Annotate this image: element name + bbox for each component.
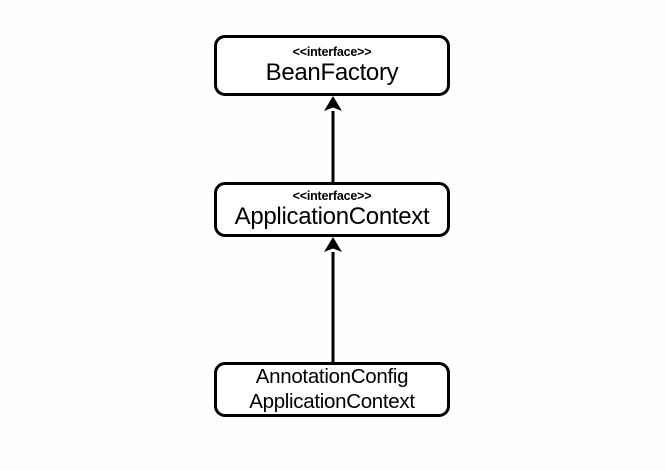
uml-class-box-beanfactory[interactable]: <<interface>> BeanFactory xyxy=(214,35,450,96)
stereotype-label-applicationcontext: <<interface>> xyxy=(292,189,372,204)
generalization-arrow-annotationconfig-to-applicationcontext[interactable] xyxy=(324,237,342,362)
arrow-up-icon xyxy=(324,96,342,182)
arrow-up-icon xyxy=(324,237,342,362)
class-name-applicationcontext: ApplicationContext xyxy=(234,202,430,230)
stereotype-label-beanfactory: <<interface>> xyxy=(292,45,372,60)
class-name-beanfactory: BeanFactory xyxy=(265,58,399,86)
class-name-annotationconfig-line2: ApplicationContext xyxy=(249,389,415,413)
uml-class-box-applicationcontext[interactable]: <<interface>> ApplicationContext xyxy=(214,182,450,237)
generalization-arrow-applicationcontext-to-beanfactory[interactable] xyxy=(324,96,342,182)
class-name-annotationconfig-line1: AnnotationConfig xyxy=(255,364,409,388)
uml-class-box-annotationconfigapplicationcontext[interactable]: AnnotationConfig ApplicationContext xyxy=(214,362,450,417)
